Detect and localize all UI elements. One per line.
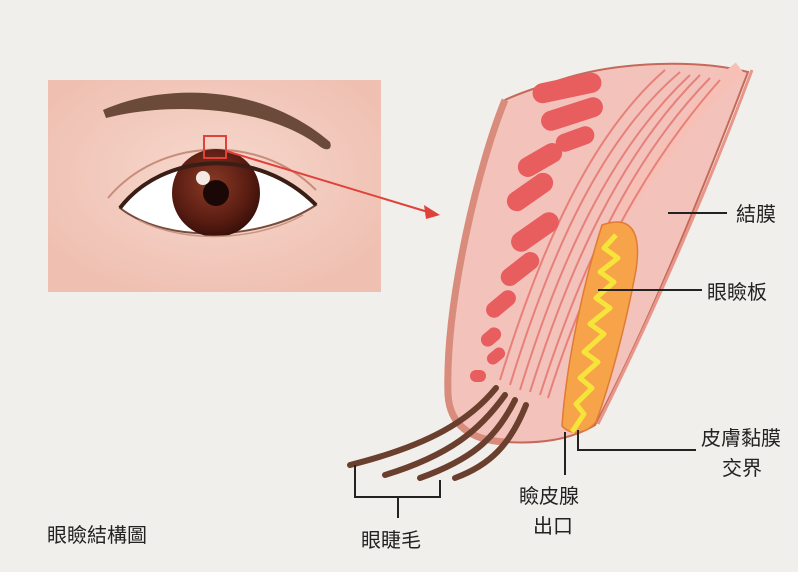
- label-tarsal-plate: 眼瞼板: [707, 276, 767, 305]
- label-mucocutaneous-junction-2: 交界: [722, 452, 762, 481]
- pointer-arrow-line: [226, 151, 428, 212]
- label-meibomian-orifice-2: 出口: [533, 510, 573, 539]
- label-mucocutaneous-junction-1: 皮膚黏膜: [701, 422, 781, 451]
- label-eyelashes: 眼睫毛: [361, 524, 421, 553]
- caption: 眼瞼結構圖: [47, 519, 147, 548]
- leader-junction: [578, 430, 696, 450]
- label-conjunctiva: 結膜: [736, 198, 776, 227]
- pointer-arrowhead: [424, 205, 440, 219]
- label-meibomian-orifice-1: 瞼皮腺: [519, 480, 579, 509]
